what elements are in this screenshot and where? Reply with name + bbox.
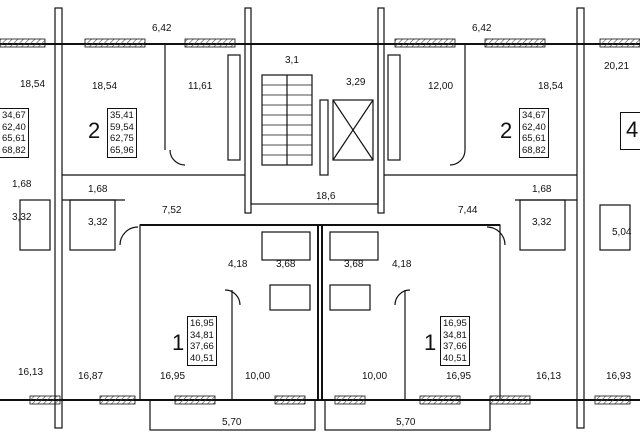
area-left-bath-b: 3,68 [276, 259, 296, 270]
area-left-hall-b: 4,18 [228, 259, 248, 270]
area-left-wc: 3,32 [88, 217, 108, 228]
area-left-hall: 7,52 [162, 205, 182, 216]
area-bottom-right-room: 16,13 [536, 371, 562, 382]
area-balcony-left: 5,70 [222, 417, 242, 428]
area-bottom-left1-kitchen: 10,00 [245, 371, 271, 382]
wall-column-right [576, 7, 585, 429]
apartment-left-2-rooms: 2 [88, 118, 101, 143]
area-balcony-right: 5,70 [396, 417, 416, 428]
area-left-room: 18,54 [92, 81, 118, 92]
area-far-right-room: 20,21 [604, 61, 630, 72]
area-top-left: 6,42 [152, 23, 172, 34]
area-corridor: 18,6 [316, 191, 336, 202]
area-far-left-bath: 1,68 [12, 179, 32, 190]
area-right-hall-b: 4,18 [392, 259, 412, 270]
area-right-wc: 3,32 [532, 217, 552, 228]
apartment-left-1-rooms: 1 [172, 330, 185, 355]
area-right-kitchen: 12,00 [428, 81, 454, 92]
area-right-room: 18,54 [538, 81, 564, 92]
area-far-right-small: 5,04 [612, 227, 632, 238]
area-bottom-right1-room: 16,95 [446, 371, 472, 382]
apartment-far-right-rooms: 4 [626, 117, 639, 142]
apartment-right-1-rooms: 1 [424, 330, 437, 355]
apartment-far-right-box: 4 [620, 112, 640, 150]
area-stair-top: 3,1 [285, 55, 299, 66]
wall-column-left [54, 7, 63, 429]
area-right-bath-b: 3,68 [344, 259, 364, 270]
area-bottom-far-right: 16,93 [606, 371, 632, 382]
area-right-bath: 1,68 [532, 184, 552, 195]
area-top-right: 6,42 [472, 23, 492, 34]
area-far-left-wc: 3,32 [12, 212, 32, 223]
area-lift-hall: 3,29 [346, 77, 366, 88]
area-bottom-left-room: 16,87 [78, 371, 104, 382]
area-bottom-left1-room: 16,95 [160, 371, 186, 382]
area-left-kitchen: 11,61 [188, 81, 213, 92]
apartment-right-2-rooms: 2 [500, 118, 513, 143]
area-right-hall: 7,44 [458, 205, 478, 216]
area-left-bath: 1,68 [88, 184, 108, 195]
area-left-room-far: 18,54 [20, 79, 46, 90]
area-bottom-far-left: 16,13 [18, 367, 44, 378]
area-bottom-right1-kitchen: 10,00 [362, 371, 388, 382]
